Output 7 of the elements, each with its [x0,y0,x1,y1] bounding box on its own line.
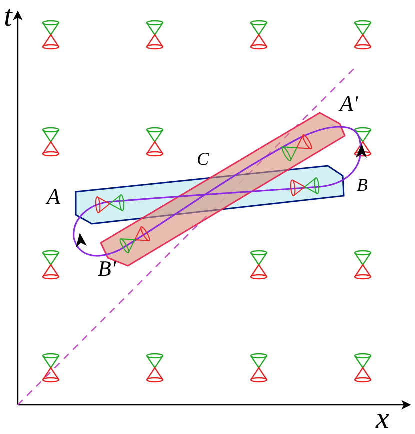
axis-or-point-label: B′ [98,258,116,280]
axis-or-point-label: A′ [340,93,358,115]
axis-or-point-label: A [47,186,60,208]
axis-or-point-label: C [197,150,210,168]
axis-or-point-label: t [4,2,12,32]
axis-or-point-label: x [376,404,390,434]
axis-or-point-label: B [357,176,368,194]
